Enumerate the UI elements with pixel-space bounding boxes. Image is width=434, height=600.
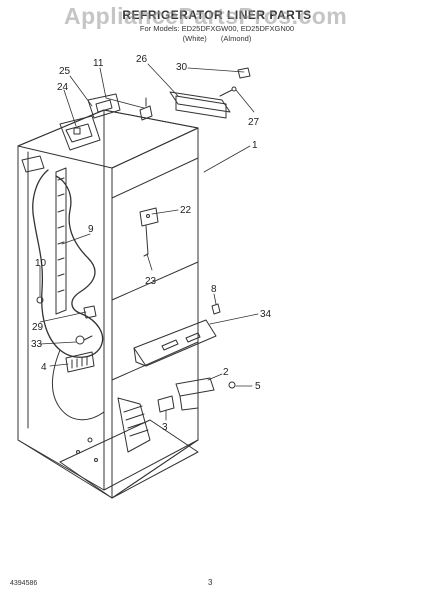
screw-5 xyxy=(228,381,236,389)
callout-4: 4 xyxy=(41,362,47,373)
control-knob-bracket xyxy=(87,93,121,119)
corner-bracket xyxy=(21,155,45,173)
variant-white: (White) xyxy=(182,34,207,43)
page-number: 3 xyxy=(208,578,213,587)
liner-back-wall xyxy=(103,109,199,491)
wire-harness xyxy=(32,169,104,358)
variant-almond: (Almond) xyxy=(220,34,252,43)
callout-3: 3 xyxy=(162,422,168,433)
light-shield xyxy=(55,167,67,315)
callout-27: 27 xyxy=(248,117,260,128)
callout-10: 10 xyxy=(35,258,47,269)
clip-29 xyxy=(83,305,97,319)
vent-4 xyxy=(65,351,95,373)
document-number: 4394586 xyxy=(10,580,38,587)
callout-8: 8 xyxy=(211,284,217,295)
screw-27 xyxy=(219,86,237,97)
callout-9: 9 xyxy=(88,224,94,235)
clip-30 xyxy=(237,67,251,79)
callout-26: 26 xyxy=(136,54,148,65)
callout-24: 24 xyxy=(57,82,69,93)
callout-22: 22 xyxy=(180,205,192,216)
shelf-ledge-lower xyxy=(111,341,199,381)
callout-34: 34 xyxy=(260,309,272,320)
crisper-cover xyxy=(133,319,217,367)
screw-hole-1 xyxy=(76,450,80,454)
callout-11: 11 xyxy=(93,58,104,69)
callout-2: 2 xyxy=(223,367,229,378)
page-header: REFRIGERATOR LINER PARTS For Models: ED2… xyxy=(0,8,434,43)
callout-1: 1 xyxy=(252,140,258,151)
drain-hole xyxy=(87,437,93,443)
wire-harness-lower xyxy=(52,349,105,421)
watermark: AppliancePartsPros.com xyxy=(64,3,348,29)
shelf-ledge-upper xyxy=(111,261,199,301)
top-cover-bar xyxy=(169,91,231,119)
liner-right-wall xyxy=(111,157,199,499)
thermostat-33 xyxy=(75,335,93,345)
liner-bottom-panel xyxy=(59,419,199,499)
callout-33: 33 xyxy=(31,339,43,350)
callout-labels: 30 26 11 25 24 27 1 22 9 23 10 8 34 29 3… xyxy=(31,54,272,433)
screw-8 xyxy=(211,303,221,315)
bottom-vent xyxy=(117,397,151,453)
light-socket xyxy=(139,97,153,121)
mounting-bracket xyxy=(175,377,215,411)
control-housing xyxy=(59,115,101,151)
callout-25: 25 xyxy=(59,66,71,77)
grommet-10 xyxy=(36,296,44,304)
liner-left-wall xyxy=(17,109,105,491)
bottom-vent-slots xyxy=(123,405,149,437)
callout-23: 23 xyxy=(145,276,157,287)
liner-top-panel xyxy=(17,109,199,169)
liner-body xyxy=(17,109,199,499)
liner-floor-front xyxy=(17,439,113,499)
callout-30: 30 xyxy=(176,62,188,73)
liner-front-frame xyxy=(111,127,199,499)
color-variants: (White) (Almond) xyxy=(0,34,434,43)
callout-29: 29 xyxy=(32,322,44,333)
part-3 xyxy=(157,395,175,413)
leader-lines xyxy=(39,63,259,421)
screw-hole-2 xyxy=(94,458,98,462)
callout-5: 5 xyxy=(255,381,261,392)
thermistor-bracket xyxy=(139,207,159,257)
model-list: For Models: ED25DFXGW00, ED25DFXGN00 xyxy=(139,24,295,33)
page-title: REFRIGERATOR LINER PARTS xyxy=(122,8,312,22)
